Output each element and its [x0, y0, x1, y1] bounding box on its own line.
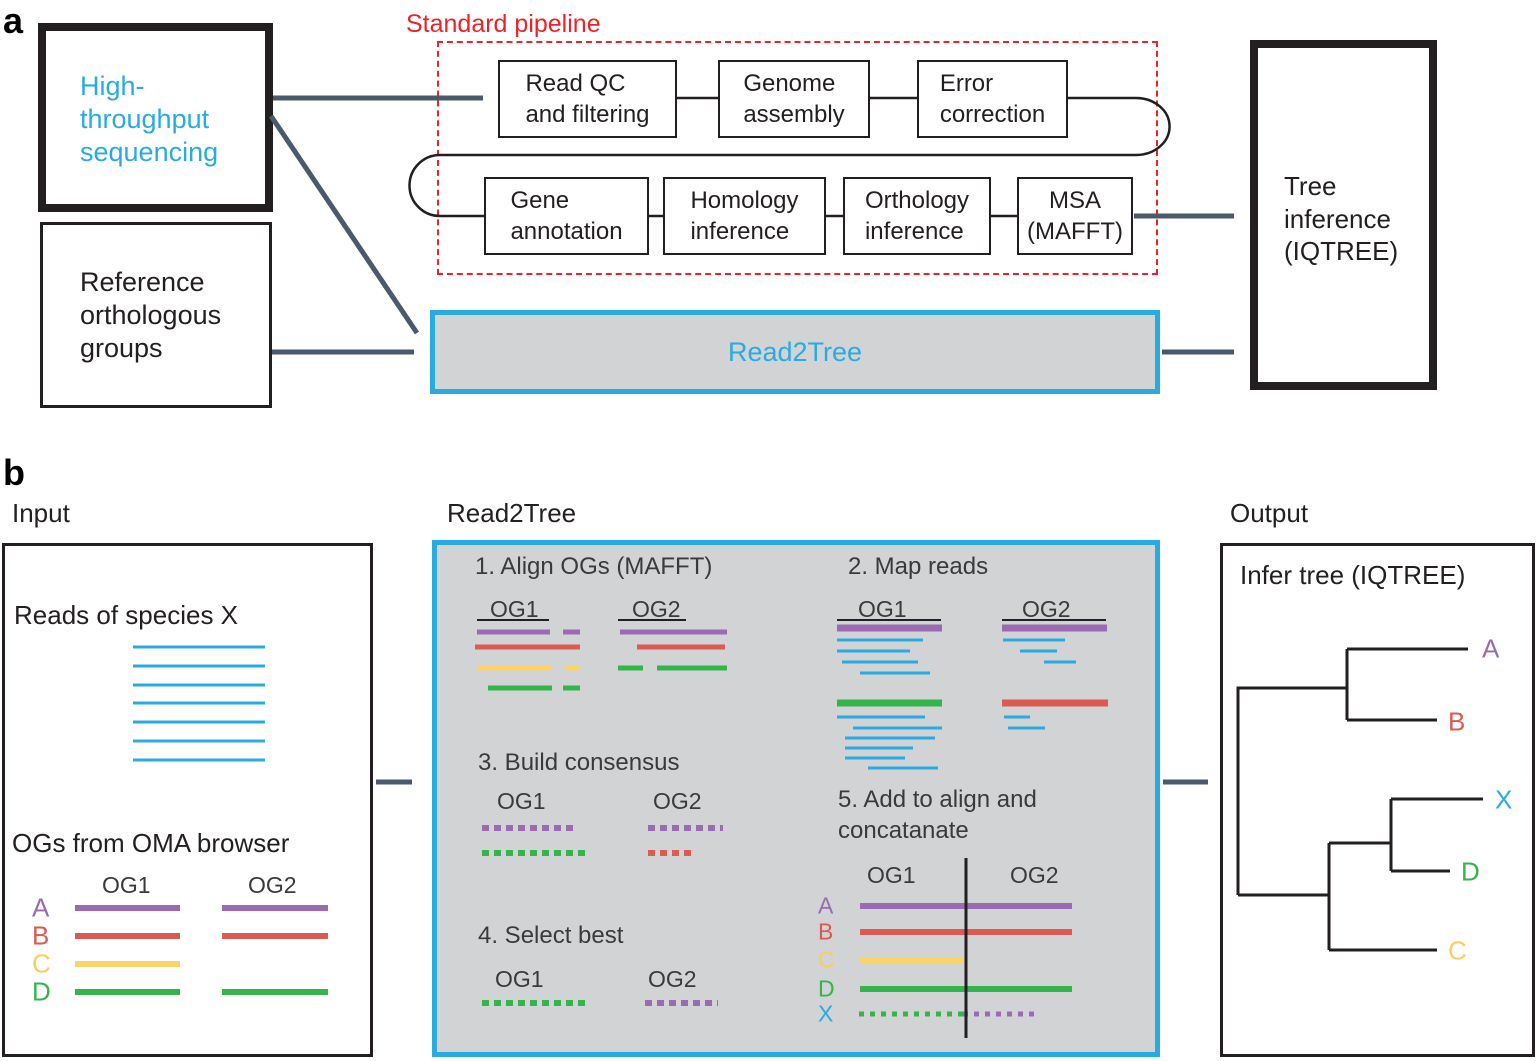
high-throughput-sequencing-label: High- throughput sequencing: [80, 71, 219, 167]
panel-b-label: b: [3, 452, 25, 493]
tree-leaf-x: X: [1495, 784, 1513, 815]
step1-og2-header: OG2: [632, 596, 681, 622]
input-box: [2, 543, 373, 1057]
tree-inference-box: [1250, 40, 1437, 390]
step5-species-c-label: C: [818, 946, 835, 973]
output-box: [1220, 543, 1535, 1057]
pipeline-box-gene-annotation: Gene annotation: [484, 177, 649, 255]
infer-tree-label: Infer tree (IQTREE): [1240, 560, 1466, 590]
input-species-a-label: A: [32, 892, 50, 923]
pipeline-box-gene-annotation-label: Gene annotation: [510, 186, 623, 245]
step5-heading: 5. Add to align and concatanate: [838, 786, 1037, 844]
step5-species-a-label: A: [818, 892, 834, 919]
reference-orthologous-groups-box: [40, 222, 272, 408]
tree-leaf-d: D: [1461, 856, 1480, 887]
standard-pipeline-label: Standard pipeline: [406, 10, 601, 38]
input-species-d-label: D: [32, 976, 51, 1007]
reads-of-species-x-label: Reads of species X: [14, 600, 239, 630]
read2tree-bar: Read2Tree: [430, 310, 1160, 394]
step5-og1-header: OG1: [867, 862, 916, 888]
step4-og1-header: OG1: [495, 966, 544, 992]
pipeline-box-orthology-inference: Orthology inference: [843, 177, 991, 255]
step2-og2-header: OG2: [1022, 596, 1071, 622]
step4-og2-header: OG2: [648, 966, 697, 992]
output-heading: Output: [1230, 498, 1309, 528]
input-heading: Input: [12, 498, 70, 528]
read2tree-bar-label: Read2Tree: [727, 336, 863, 367]
step5-species-b-label: B: [818, 918, 834, 945]
pipeline-box-error-correction-label: Error correction: [939, 69, 1046, 128]
step5-species-x-label: X: [818, 1000, 834, 1027]
pipeline-box-homology-inference-label: Homology inference: [690, 186, 799, 245]
pipeline-box-genome-assembly-label: Genome assembly: [743, 69, 845, 128]
step1-og1-header: OG1: [490, 596, 539, 622]
tree-leaf-c: C: [1448, 935, 1467, 966]
tree-leaf-b: B: [1448, 706, 1466, 737]
read2tree-heading: Read2Tree: [447, 498, 577, 528]
step3-og2-header: OG2: [653, 788, 702, 814]
pipeline-box-homology-inference: Homology inference: [663, 177, 826, 255]
step2-heading: 2. Map reads: [848, 553, 989, 580]
pipeline-box-genome-assembly: Genome assembly: [718, 60, 870, 138]
input-og1-header: OG1: [102, 872, 151, 898]
pipeline-box-msa-mafft: MSA (MAFFT): [1017, 177, 1133, 255]
reference-orthologous-groups-label: Reference orthologous groups: [80, 267, 222, 363]
arrow-hts-to-read2tree: [268, 114, 420, 335]
step2-og1-header: OG1: [858, 596, 907, 622]
pipeline-box-read-qc: Read QC and filtering: [498, 60, 677, 138]
pipeline-box-msa-mafft-label: MSA (MAFFT): [1027, 186, 1123, 245]
input-species-c-label: C: [32, 948, 51, 979]
step1-heading: 1. Align OGs (MAFFT): [475, 553, 713, 580]
step3-heading: 3. Build consensus: [478, 749, 680, 776]
step5-og2-header: OG2: [1010, 862, 1059, 888]
step3-og1-header: OG1: [497, 788, 546, 814]
panel-a-label: a: [3, 0, 24, 41]
high-throughput-sequencing-box: [38, 23, 273, 212]
step4-heading: 4. Select best: [478, 922, 624, 949]
pipeline-box-error-correction: Error correction: [917, 60, 1068, 138]
pipeline-box-read-qc-label: Read QC and filtering: [525, 69, 650, 128]
ogs-from-oma-label: OGs from OMA browser: [12, 828, 290, 858]
tree-inference-label: Tree inference (IQTREE): [1284, 171, 1399, 266]
input-og2-header: OG2: [248, 872, 297, 898]
tree-leaf-a: A: [1482, 633, 1500, 664]
input-species-b-label: B: [32, 920, 50, 951]
step5-species-d-label: D: [818, 975, 835, 1002]
pipeline-box-orthology-inference-label: Orthology inference: [864, 186, 970, 245]
